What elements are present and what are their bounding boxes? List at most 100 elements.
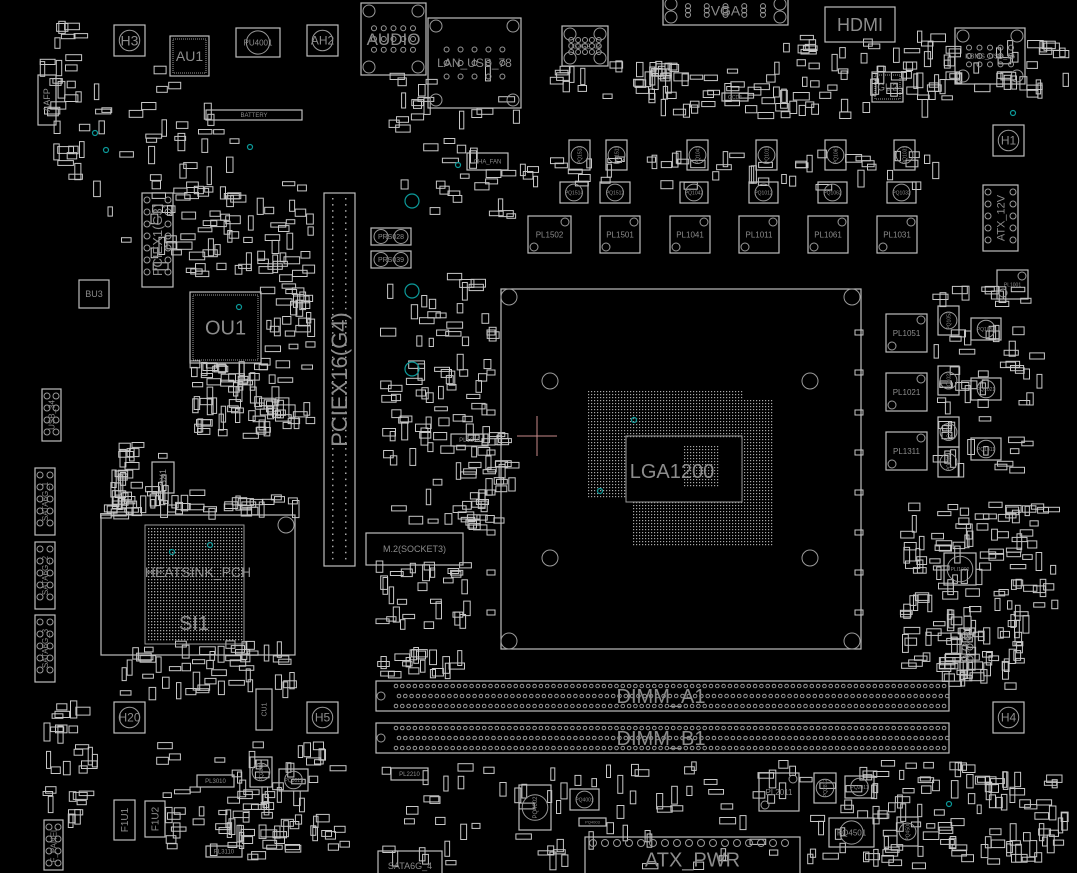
smd-pad[interactable]	[980, 669, 988, 684]
smd-pad[interactable]	[903, 546, 911, 564]
smd-pad[interactable]	[192, 398, 199, 414]
smd-pad[interactable]	[967, 793, 976, 805]
smd-pad[interactable]	[391, 505, 407, 512]
smd-pad[interactable]	[425, 488, 432, 506]
smd-pad[interactable]	[839, 842, 846, 854]
smd-pad[interactable]	[890, 82, 898, 97]
smd-pad[interactable]	[961, 854, 975, 863]
smd-pad[interactable]	[957, 463, 965, 478]
component-sata3[interactable]: SATA6G_3	[34, 614, 56, 683]
smd-pad[interactable]	[312, 741, 324, 751]
smd-pad[interactable]	[142, 673, 154, 679]
smd-pad[interactable]	[275, 397, 290, 406]
smd-pad[interactable]	[227, 192, 242, 200]
smd-pad[interactable]	[131, 442, 145, 448]
smd-pad[interactable]	[683, 181, 698, 190]
smd-pad[interactable]	[938, 421, 953, 430]
smd-pad[interactable]	[150, 247, 159, 259]
smd-pad[interactable]	[689, 100, 700, 108]
smd-pad[interactable]	[550, 767, 556, 781]
smd-pad[interactable]	[916, 556, 928, 566]
smd-pad[interactable]	[425, 392, 434, 403]
smd-pad[interactable]	[230, 645, 246, 653]
smd-pad[interactable]	[262, 839, 278, 849]
smd-pad[interactable]	[873, 848, 879, 867]
smd-pad[interactable]	[792, 92, 810, 101]
smd-pad[interactable]	[445, 860, 457, 866]
smd-pad[interactable]	[980, 844, 989, 859]
smd-pad[interactable]	[708, 789, 725, 795]
smd-pad[interactable]	[922, 831, 940, 841]
smd-pad[interactable]	[198, 806, 205, 817]
smd-pad[interactable]	[1036, 373, 1043, 389]
smd-pad[interactable]	[977, 370, 989, 378]
smd-pad[interactable]	[867, 163, 877, 171]
smd-pad[interactable]	[227, 841, 238, 849]
smd-pad[interactable]	[726, 68, 739, 74]
smd-pad[interactable]	[1005, 547, 1022, 553]
component-h20[interactable]: H20	[113, 701, 146, 734]
smd-pad[interactable]	[1010, 614, 1016, 628]
smd-pad[interactable]	[427, 518, 439, 524]
component-pl1011[interactable]: PL1011	[738, 215, 780, 254]
smd-pad[interactable]	[988, 794, 997, 809]
smd-pad[interactable]	[718, 855, 729, 862]
smd-pad[interactable]	[877, 810, 888, 820]
smd-pad[interactable]	[1008, 436, 1025, 444]
smd-pad[interactable]	[75, 91, 82, 103]
smd-pad[interactable]	[165, 806, 173, 824]
component-pl1501[interactable]: PL1501	[599, 215, 641, 254]
smd-pad[interactable]	[181, 211, 197, 220]
component-usb-34[interactable]: USB_34	[41, 388, 62, 442]
smd-pad[interactable]	[157, 742, 173, 750]
smd-pad[interactable]	[485, 455, 492, 470]
smd-pad[interactable]	[872, 771, 890, 777]
smd-pad[interactable]	[239, 779, 247, 798]
smd-pad[interactable]	[456, 353, 464, 371]
smd-pad[interactable]	[165, 835, 177, 844]
smd-pad[interactable]	[294, 814, 303, 825]
smd-pad[interactable]	[199, 646, 216, 655]
smd-pad[interactable]	[1022, 554, 1033, 560]
smd-pad[interactable]	[235, 386, 243, 402]
smd-pad[interactable]	[950, 449, 957, 468]
component-pciex1[interactable]: PCIEX1(G3)	[141, 192, 174, 288]
smd-pad[interactable]	[310, 825, 317, 836]
smd-pad[interactable]	[949, 335, 962, 342]
component-pq1023[interactable]: PQ1023	[937, 365, 960, 396]
smd-pad[interactable]	[960, 569, 968, 584]
smd-pad[interactable]	[1051, 599, 1059, 610]
smd-pad[interactable]	[188, 251, 206, 261]
smd-pad[interactable]	[913, 73, 919, 89]
smd-pad[interactable]	[459, 110, 465, 130]
smd-pad[interactable]	[485, 65, 491, 82]
smd-pad[interactable]	[950, 818, 965, 827]
smd-pad[interactable]	[181, 644, 190, 659]
smd-pad[interactable]	[634, 769, 650, 777]
smd-pad[interactable]	[264, 234, 281, 241]
smd-pad[interactable]	[929, 558, 941, 564]
smd-pad[interactable]	[671, 785, 678, 805]
smd-pad[interactable]	[488, 210, 504, 217]
smd-pad[interactable]	[561, 854, 569, 867]
smd-pad[interactable]	[202, 363, 219, 372]
smd-pad[interactable]	[298, 317, 311, 327]
smd-pad[interactable]	[989, 828, 1002, 836]
smd-pad[interactable]	[1060, 811, 1069, 822]
smd-pad[interactable]	[429, 796, 441, 804]
component-pq1011[interactable]: PQ1011	[755, 139, 778, 171]
smd-pad[interactable]	[888, 859, 903, 867]
smd-pad[interactable]	[483, 766, 495, 774]
smd-pad[interactable]	[977, 630, 985, 642]
component-sata4[interactable]: SATA6G_4	[377, 850, 443, 873]
smd-pad[interactable]	[312, 826, 318, 842]
smd-pad[interactable]	[466, 393, 481, 399]
smd-pad[interactable]	[388, 119, 400, 128]
component-dimm-a1[interactable]: DIMM_A1	[375, 680, 950, 712]
smd-pad[interactable]	[381, 394, 397, 403]
smd-pad[interactable]	[410, 304, 419, 320]
smd-pad[interactable]	[457, 775, 465, 790]
smd-pad[interactable]	[173, 187, 188, 194]
smd-pad[interactable]	[917, 94, 930, 100]
smd-pad[interactable]	[174, 789, 191, 795]
